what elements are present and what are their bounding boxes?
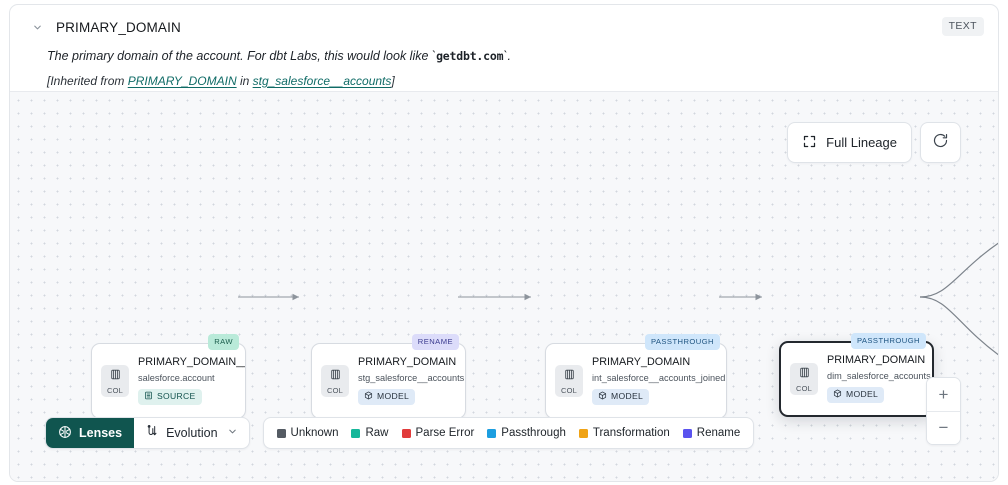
column-chip: COL xyxy=(790,363,818,395)
database-icon xyxy=(144,391,153,402)
legend-label: Rename xyxy=(696,427,741,439)
branch-icon xyxy=(145,424,159,442)
edge-4a xyxy=(919,242,998,298)
legend-swatch xyxy=(276,428,286,438)
materialization-badge: MODEL xyxy=(827,386,885,403)
node-tag: RENAME xyxy=(411,334,459,350)
column-chip-label: COL xyxy=(326,385,344,395)
zoom-in-button[interactable]: + xyxy=(927,378,960,411)
materialization-label: SOURCE xyxy=(157,391,196,402)
column-chip-label: COL xyxy=(106,385,124,395)
full-lineage-label: Full Lineage xyxy=(826,135,897,150)
materialization-badge: MODEL xyxy=(592,388,650,405)
description-text-after: `. xyxy=(503,49,511,63)
inherited-model-link[interactable]: stg_salesforce__accounts xyxy=(252,73,392,88)
full-lineage-button[interactable]: Full Lineage xyxy=(787,122,912,163)
node-subtitle: salesforce.account xyxy=(138,372,215,383)
node-title: PRIMARY_DOMAIN__C xyxy=(138,357,245,369)
node-title: PRIMARY_DOMAIN xyxy=(358,357,457,369)
legend-item: Unknown xyxy=(276,427,339,439)
column-chip: COL xyxy=(101,365,129,397)
node-title: PRIMARY_DOMAIN xyxy=(827,355,926,367)
cube-icon xyxy=(364,391,373,402)
materialization-label: MODEL xyxy=(846,389,879,400)
zoom-controls: + − xyxy=(926,377,961,445)
column-icon xyxy=(329,368,342,386)
canvas-controls: Full Lineage xyxy=(787,122,961,163)
column-chip-label: COL xyxy=(795,383,813,393)
node-subtitle: stg_salesforce__accounts xyxy=(358,372,465,383)
legend-item: Parse Error xyxy=(401,427,475,439)
legend-label: Transformation xyxy=(592,427,670,439)
node-title: PRIMARY_DOMAIN xyxy=(592,357,691,369)
legend-item: Transformation xyxy=(578,427,670,439)
evolution-dropdown[interactable]: Evolution xyxy=(134,418,248,448)
lineage-node[interactable]: RENAME COL PRIMARY_DOMAIN stg_salesforce__a… xyxy=(311,334,466,419)
lenses-label: Lenses xyxy=(79,426,123,440)
column-icon xyxy=(109,368,122,386)
zoom-out-button[interactable]: − xyxy=(927,411,960,444)
legend-swatch xyxy=(351,428,361,438)
column-detail-card: PRIMARY_DOMAIN TEXT The primary domain o… xyxy=(9,4,999,482)
column-header: PRIMARY_DOMAIN TEXT The primary domain o… xyxy=(10,5,998,91)
column-chip: COL xyxy=(555,365,583,397)
description-text-before: The primary domain of the account. For d… xyxy=(47,49,437,63)
chevron-down-icon xyxy=(227,426,238,440)
legend-label: Parse Error xyxy=(415,427,475,439)
column-chip: COL xyxy=(321,365,349,397)
node-subtitle: int_salesforce__accounts_joined xyxy=(592,372,726,383)
type-badge: TEXT xyxy=(941,17,984,36)
materialization-badge: SOURCE xyxy=(138,388,202,405)
legend-label: Unknown xyxy=(290,427,339,439)
legend-swatch xyxy=(682,428,692,438)
materialization-label: MODEL xyxy=(377,391,410,402)
node-tag: PASSTHROUGH xyxy=(644,334,720,350)
aperture-icon xyxy=(58,425,72,442)
legend-swatch xyxy=(401,428,411,438)
column-description: The primary domain of the account. For d… xyxy=(47,48,982,65)
node-tag: PASSTHROUGH xyxy=(850,333,926,349)
refresh-button[interactable] xyxy=(920,122,961,163)
lineage-node[interactable]: PASSTHROUGH COL PRIMARY_DOMAIN int_salesfor… xyxy=(545,334,727,419)
evolution-label: Evolution xyxy=(166,426,218,440)
legend-swatch xyxy=(578,428,588,438)
lineage-node[interactable]: PASSTHROUGH COL PRIMARY_DOMAIN dim_salesfor… xyxy=(779,333,934,417)
chevron-down-icon[interactable] xyxy=(26,17,48,37)
description-code: getdbt.com xyxy=(436,49,504,63)
inherited-from-line: [Inherited from PRIMARY_DOMAIN in stg_sa… xyxy=(47,74,982,88)
lineage-legend: Unknown Raw Parse Error Passthrough Transfor… xyxy=(262,417,755,449)
canvas-bottom-toolbar: Lenses Evolution Unknown Raw Parse Error Pa… xyxy=(45,417,755,449)
inherited-suffix: ] xyxy=(391,73,395,88)
lenses-button[interactable]: Lenses xyxy=(46,418,135,448)
lineage-node[interactable]: RAW COL PRIMARY_DOMAIN__C salesforce.accoun… xyxy=(91,334,246,419)
legend-item: Raw xyxy=(351,427,389,439)
page-title: PRIMARY_DOMAIN xyxy=(56,19,181,35)
legend-swatch xyxy=(487,428,497,438)
legend-item: Rename xyxy=(682,427,741,439)
lineage-canvas[interactable]: RAW COL PRIMARY_DOMAIN__C salesforce.accoun… xyxy=(10,91,998,481)
column-icon xyxy=(798,366,811,384)
column-chip-label: COL xyxy=(560,385,578,395)
inherited-column-link[interactable]: PRIMARY_DOMAIN xyxy=(127,73,237,88)
refresh-icon xyxy=(932,132,949,154)
node-tag: RAW xyxy=(208,334,239,350)
inherited-mid: in xyxy=(236,73,253,88)
cube-icon xyxy=(598,391,607,402)
column-icon xyxy=(563,368,576,386)
lens-segmented-control: Lenses Evolution xyxy=(45,417,250,449)
node-subtitle: dim_salesforce_accounts xyxy=(827,370,931,381)
legend-label: Raw xyxy=(365,427,389,439)
expand-icon xyxy=(802,134,817,152)
materialization-badge: MODEL xyxy=(358,388,416,405)
legend-item: Passthrough xyxy=(487,427,566,439)
inherited-prefix: [Inherited from xyxy=(47,73,128,88)
materialization-label: MODEL xyxy=(611,391,644,402)
legend-label: Passthrough xyxy=(501,427,566,439)
cube-icon xyxy=(833,389,842,400)
